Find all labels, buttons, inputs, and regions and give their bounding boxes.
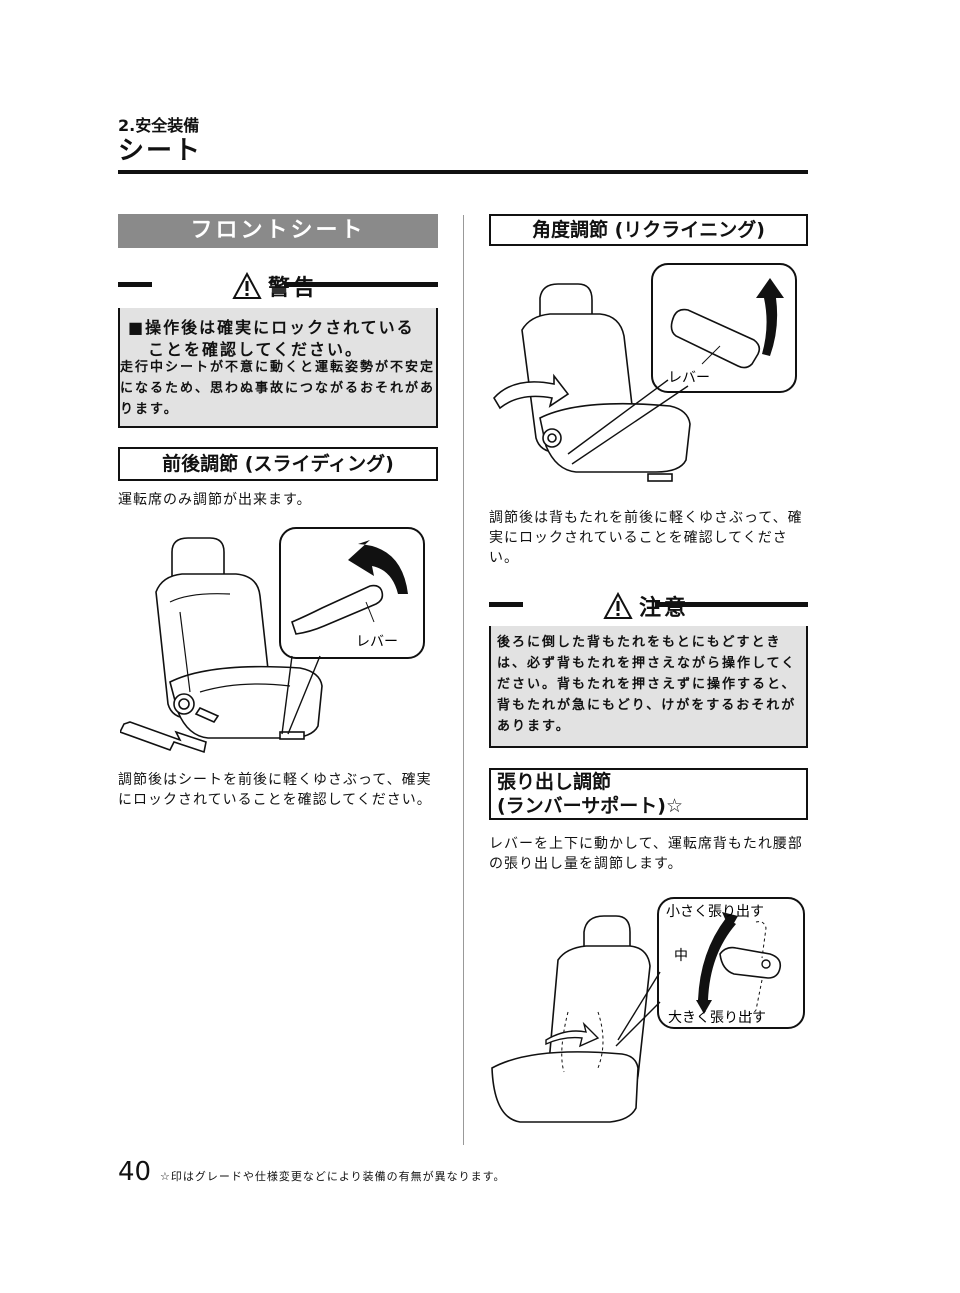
warning-headline-1: ■操作後は確実にロックされている — [128, 318, 415, 337]
reclining-lever-label: レバー — [668, 370, 710, 386]
reclining-after-text: 調節後は背もたれを前後に軽くゆさぶって、確実にロックされていることを確認してくだ… — [489, 510, 803, 566]
lumbar-label-mid: 中 — [674, 948, 688, 964]
lumbar-label-large: 大きく張り出す — [668, 1010, 766, 1026]
caution-bar-left — [489, 602, 523, 607]
reclining-heading: 角度調節 (リクライニング) — [489, 214, 808, 246]
header-rule — [118, 170, 808, 174]
warning-body: 走行中シートが不意に動くと運転姿勢が不安定になるため、思わぬ事故につながるおそれ… — [120, 360, 436, 417]
lumbar-label-small: 小さく張り出す — [666, 904, 764, 920]
column-divider — [463, 215, 464, 1145]
lumbar-heading-line1: 張り出し調節 — [497, 771, 612, 793]
lumbar-heading-line2: (ランバーサポート)☆ — [497, 795, 684, 817]
warning-headline-2: ことを確認してください。 — [148, 340, 364, 359]
sliding-after-text: 調節後はシートを前後に軽くゆさぶって、確実にロックされていることを確認してくださ… — [118, 772, 432, 808]
caution-label: 注意 — [639, 596, 690, 621]
warning-triangle-icon — [232, 272, 262, 299]
sliding-seat-illustration: レバー — [120, 527, 425, 754]
warning-header: 警告 — [118, 268, 438, 308]
caution-triangle-icon — [603, 592, 633, 619]
lumbar-seat-illustration: 小さく張り出す 中 大きく張り出す — [491, 897, 805, 1123]
warning-bar-left — [118, 282, 152, 287]
page-title: シート — [118, 136, 203, 166]
caution-bar-right — [655, 602, 808, 607]
warning-bar-right — [284, 282, 438, 287]
lumbar-body: レバーを上下に動かして、運転席背もたれ腰部の張り出し量を調節します。 — [489, 836, 803, 872]
footer-note: ☆印はグレードや仕様変更などにより装備の有無が異なります。 — [160, 1170, 506, 1183]
caution-body: 後ろに倒した背もたれをもとにもどすときは、必ず背もたれを押さえながら操作してくだ… — [497, 635, 797, 734]
warning-label: 警告 — [268, 276, 319, 301]
reclining-seat-illustration: レバー — [493, 263, 797, 482]
section-number: 2.安全装備 — [118, 116, 200, 135]
sliding-heading: 前後調節 (スライディング) — [118, 447, 438, 481]
caution-header: 注意 — [489, 588, 808, 626]
front-seat-banner: フロントシート — [118, 214, 438, 248]
page-number: 40 — [118, 1157, 152, 1187]
sliding-intro: 運転席のみ調節が出来ます。 — [118, 492, 312, 508]
sliding-lever-label: レバー — [356, 634, 398, 650]
lumbar-heading: 張り出し調節 (ランバーサポート)☆ — [489, 768, 808, 820]
